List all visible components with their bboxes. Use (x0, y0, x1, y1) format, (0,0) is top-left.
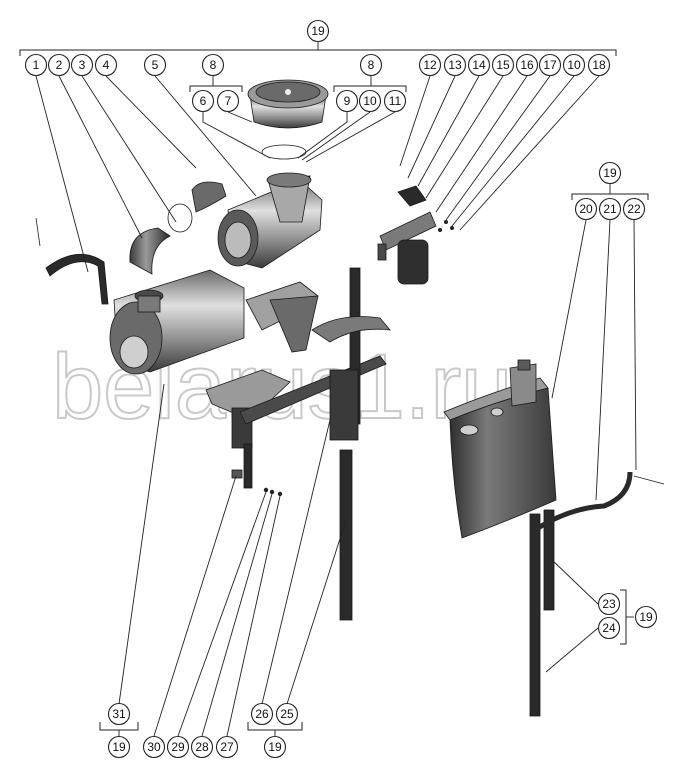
svg-text:9: 9 (344, 94, 351, 108)
svg-text:24: 24 (602, 621, 616, 635)
fuel-tank (443, 359, 557, 539)
hose-ring (167, 203, 193, 233)
tube-25 (339, 449, 353, 621)
screw-22 (633, 475, 665, 485)
callout-23: 23 (597, 592, 621, 616)
bolt (35, 217, 41, 247)
svg-text:19: 19 (268, 740, 282, 754)
air-cleaner-housing (109, 269, 245, 375)
callout-11: 11 (383, 89, 407, 113)
svg-text:19: 19 (112, 740, 126, 754)
svg-text:13: 13 (448, 58, 462, 72)
svg-text:29: 29 (171, 740, 185, 754)
svg-text:8: 8 (368, 58, 375, 72)
callout-9: 9 (335, 89, 359, 113)
svg-text:28: 28 (195, 740, 209, 754)
svg-text:19: 19 (639, 610, 653, 624)
elbow-hose (129, 227, 171, 275)
callout-29: 29 (166, 735, 190, 759)
leader-lines (35, 75, 637, 737)
svg-text:8: 8 (210, 58, 217, 72)
svg-text:21: 21 (603, 202, 617, 216)
svg-text:27: 27 (220, 740, 234, 754)
svg-text:12: 12 (423, 58, 437, 72)
tube-24 (529, 513, 541, 717)
svg-text:15: 15 (496, 58, 510, 72)
callout-19-mid: 19 (634, 605, 658, 629)
callout-14: 14 (467, 53, 491, 77)
svg-text:3: 3 (79, 58, 86, 72)
callout-30: 30 (142, 735, 166, 759)
svg-text:18: 18 (592, 58, 606, 72)
callout-5: 5 (143, 53, 167, 77)
callout-26: 26 (250, 702, 274, 726)
svg-text:14: 14 (472, 58, 486, 72)
fasteners (231, 469, 283, 497)
callout-31: 31 (107, 702, 131, 726)
callout-19-top: 19 (306, 19, 330, 43)
callout-10-right: 10 (562, 53, 586, 77)
callout-7: 7 (216, 89, 240, 113)
callout-22: 22 (622, 197, 646, 221)
svg-text:19: 19 (603, 166, 617, 180)
svg-text:4: 4 (103, 58, 110, 72)
callout-24: 24 (597, 616, 621, 640)
svg-text:10: 10 (567, 58, 581, 72)
svg-text:7: 7 (225, 94, 232, 108)
callout-27: 27 (215, 735, 239, 759)
callout-6: 6 (191, 89, 215, 113)
callout-8-left: 8 (201, 53, 225, 77)
hose-clamp (191, 181, 227, 213)
return-hose-21 (536, 471, 633, 531)
callout-19-right: 19 (598, 161, 622, 185)
svg-text:17: 17 (543, 58, 557, 72)
svg-text:10: 10 (363, 94, 377, 108)
callout-15: 15 (491, 53, 515, 77)
callout-17: 17 (538, 53, 562, 77)
callout-21: 21 (598, 197, 622, 221)
callout-1: 1 (24, 53, 48, 77)
callout-12: 12 (418, 53, 442, 77)
callout-8-right: 8 (359, 53, 383, 77)
callout-18: 18 (587, 53, 611, 77)
svg-text:11: 11 (389, 94, 402, 108)
svg-text:16: 16 (520, 58, 534, 72)
svg-text:25: 25 (280, 707, 294, 721)
callout-25: 25 (275, 702, 299, 726)
callout-19-bottom-left: 19 (107, 735, 131, 759)
svg-text:22: 22 (627, 202, 641, 216)
mounting-strap (45, 253, 109, 305)
callout-3: 3 (70, 53, 94, 77)
grouping-brackets (19, 42, 649, 737)
callout-4: 4 (94, 53, 118, 77)
svg-text:1: 1 (33, 58, 40, 72)
callout-28: 28 (190, 735, 214, 759)
svg-text:30: 30 (147, 740, 161, 754)
svg-text:20: 20 (579, 202, 593, 216)
callout-10-left: 10 (358, 89, 382, 113)
parts (35, 79, 665, 717)
callout-2: 2 (47, 53, 71, 77)
air-cleaner-cap (247, 79, 329, 129)
callout-13: 13 (443, 53, 467, 77)
callout-16: 16 (515, 53, 539, 77)
svg-text:23: 23 (602, 597, 616, 611)
svg-text:26: 26 (255, 707, 269, 721)
support-bracket (205, 267, 391, 489)
fuel-filter-assembly (377, 185, 454, 285)
svg-text:6: 6 (200, 94, 207, 108)
svg-text:2: 2 (56, 58, 63, 72)
callout-20: 20 (574, 197, 598, 221)
svg-text:19: 19 (311, 24, 325, 38)
svg-text:5: 5 (152, 58, 159, 72)
callout-19-bottom-mid: 19 (263, 735, 287, 759)
precleaner-body (217, 172, 323, 269)
svg-text:31: 31 (112, 707, 126, 721)
callouts: 19 1 2 3 4 5 8 6 7 8 9 10 11 12 13 14 15… (24, 19, 658, 759)
tube-23 (543, 509, 555, 611)
